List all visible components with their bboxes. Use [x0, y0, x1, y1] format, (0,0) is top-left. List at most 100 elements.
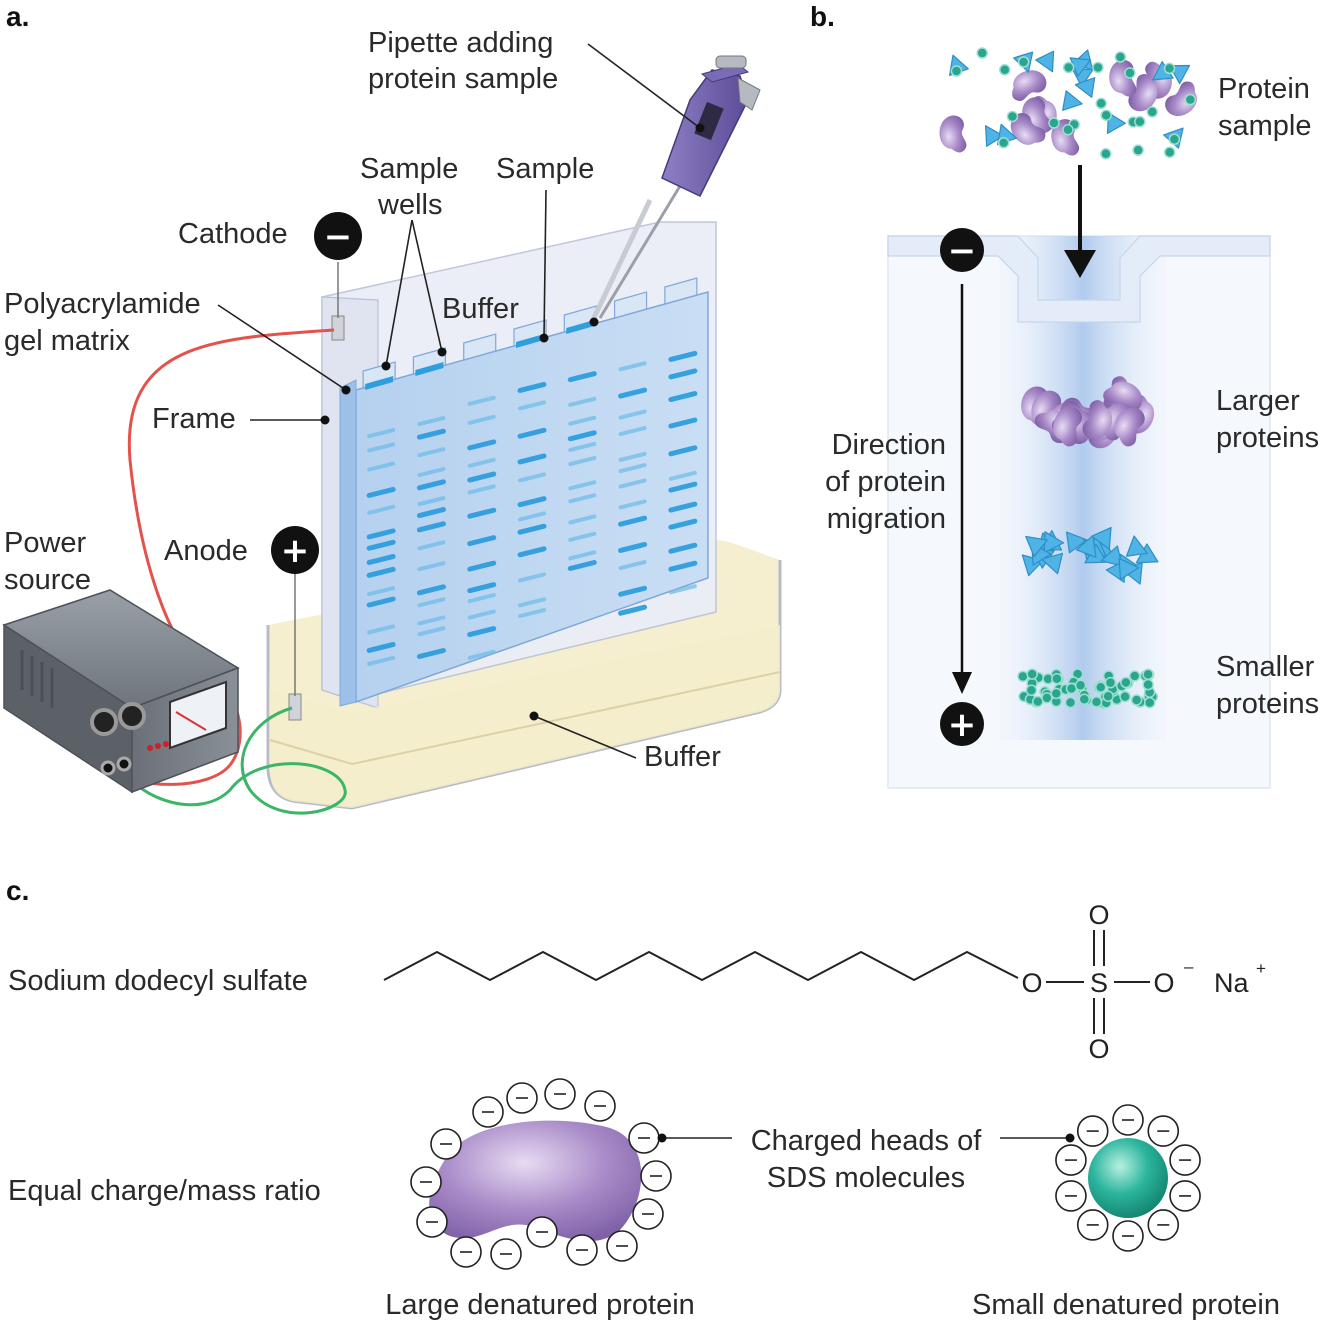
atom-o-anion: O [1153, 968, 1174, 998]
pipette-plunger[interactable] [715, 55, 747, 69]
gel-band [517, 381, 547, 393]
larger-label-1: Larger [1216, 385, 1300, 417]
green-protein [1100, 148, 1112, 160]
direction-label-1: Direction [832, 429, 946, 461]
purple-protein [1114, 407, 1145, 447]
purple-protein [939, 115, 967, 153]
anode-plus-icon [271, 526, 319, 574]
gel-band [618, 541, 648, 553]
sample-well [463, 333, 497, 361]
gel-band [467, 395, 496, 406]
gel-band [517, 496, 547, 508]
blue-protein [984, 125, 1005, 147]
sample-well-b [887, 235, 1271, 323]
gel-bands [366, 350, 698, 666]
atom-o-top: O [1088, 900, 1109, 930]
green-protein [1120, 676, 1132, 689]
purple-protein [1010, 113, 1046, 145]
blue-protein [1074, 77, 1096, 98]
gel-band [517, 427, 547, 439]
green-protein [1051, 672, 1063, 685]
gel-band [567, 371, 597, 383]
green-protein [1074, 679, 1087, 692]
gel-band [467, 582, 497, 594]
green-protein [1184, 93, 1197, 106]
blue-protein [1118, 557, 1140, 581]
power-knob-2[interactable] [118, 702, 146, 730]
migration-plus-icon [940, 702, 984, 746]
gel-band [568, 441, 597, 452]
gel-band [618, 463, 647, 474]
cathode-label: Cathode [178, 218, 288, 250]
green-protein [1128, 670, 1141, 682]
green-protein [1095, 97, 1107, 110]
green-protein [1062, 61, 1075, 74]
purple-protein [1128, 74, 1158, 112]
green-protein [1130, 694, 1143, 706]
sample-well [664, 277, 698, 305]
gel-band [467, 457, 496, 468]
green-protein [997, 136, 1010, 149]
green-protein [1163, 62, 1176, 75]
buffer-bottom-label: Buffer [644, 741, 721, 773]
green-protein [1119, 690, 1131, 703]
gel-band [568, 480, 597, 491]
loaded-sample [566, 320, 595, 334]
gel-band [668, 368, 698, 380]
sds-label: Sodium dodecyl sulfate [8, 965, 308, 997]
sample-label: Sample [496, 153, 594, 185]
green-protein [1050, 687, 1063, 700]
medium-proteins-band [1021, 526, 1159, 585]
green-terminal[interactable] [116, 756, 132, 772]
sample-wells-label-1: Sample [360, 153, 458, 185]
gel-band [467, 439, 497, 451]
green-protein [1100, 109, 1112, 121]
gel-band [366, 528, 396, 540]
sample-wells [362, 277, 698, 390]
gel-band [618, 478, 647, 489]
green-protein [1142, 668, 1154, 681]
gel-band [467, 471, 497, 483]
gel-band [367, 504, 396, 515]
gel-band [518, 597, 546, 608]
green-protein [1026, 668, 1038, 680]
atom-o-ester: O [1021, 968, 1042, 998]
blue-protein [1062, 90, 1083, 111]
green-protein [950, 65, 963, 77]
gel-band [618, 515, 648, 527]
gel-band [668, 445, 698, 457]
gel-band [668, 560, 698, 572]
power-source-label-1: Power [4, 527, 87, 559]
loaded-sample [365, 376, 394, 390]
pipette-label-1: Pipette adding [368, 27, 553, 59]
red-terminal[interactable] [100, 760, 116, 776]
charged-heads-label-1: Charged heads of [751, 1125, 982, 1157]
gel-band [668, 391, 698, 403]
gel-band [367, 624, 396, 635]
frame-label: Frame [152, 403, 236, 435]
loading-arrowhead [1064, 250, 1096, 278]
small-denatured-protein [1088, 1138, 1168, 1218]
purple-protein [1012, 70, 1047, 101]
gel-band [366, 566, 396, 578]
green-protein [1146, 106, 1158, 118]
green-protein [1025, 684, 1038, 696]
buffer-line [269, 671, 781, 766]
gel-band [417, 496, 446, 507]
gel-edge [339, 379, 357, 707]
cathode-minus-icon [314, 212, 362, 260]
blue-protein [1091, 526, 1112, 550]
anode-label: Anode [164, 535, 248, 567]
gel-band [467, 535, 497, 547]
gel-band [417, 561, 446, 572]
power-knob-1[interactable] [90, 708, 118, 736]
gel-band [467, 609, 496, 620]
smaller-label-2: proteins [1216, 688, 1319, 720]
buffer-liquid [270, 625, 780, 808]
green-protein [1163, 146, 1176, 158]
gel-band [417, 447, 446, 458]
gel-band [568, 550, 597, 561]
gel-band [417, 416, 446, 427]
pipette-label-2: protein sample [368, 63, 558, 95]
